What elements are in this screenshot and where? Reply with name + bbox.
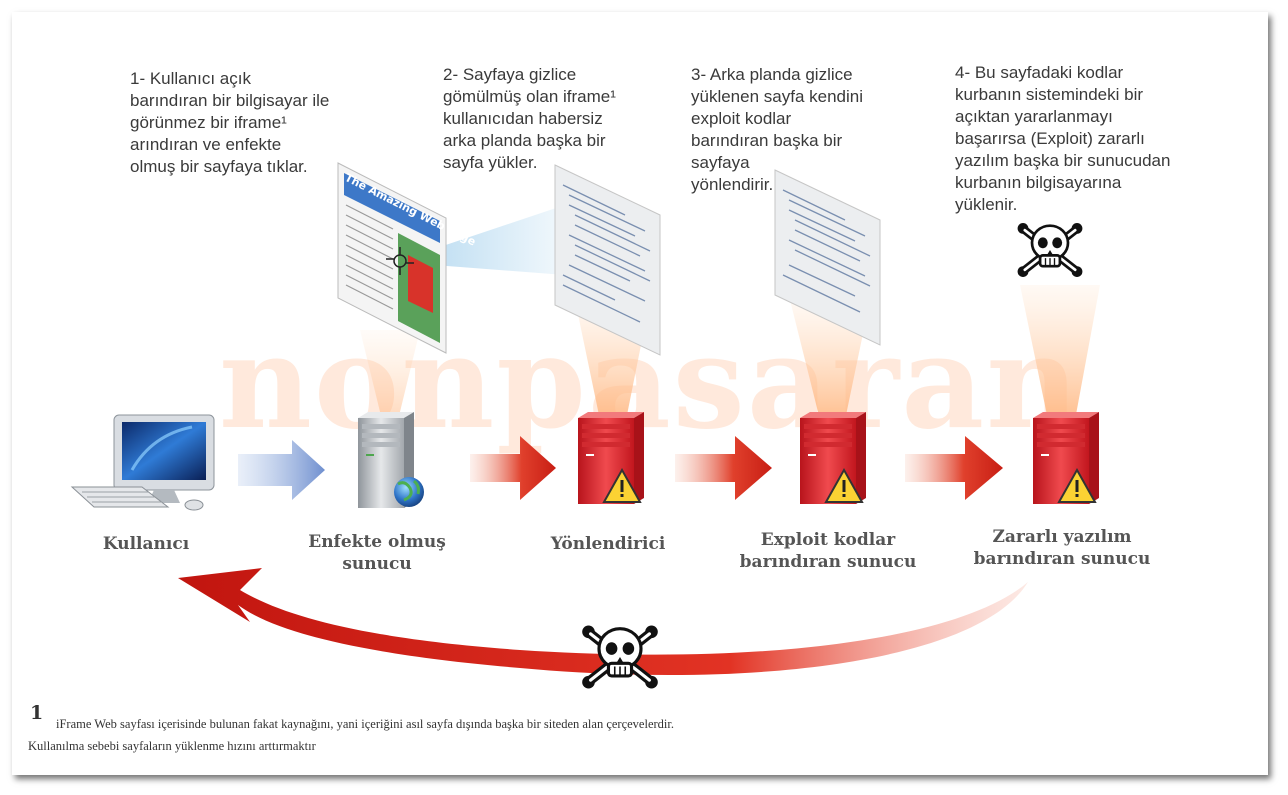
malware-server-icon: [1032, 411, 1100, 505]
node-label-infected: Enfekte olmuş sunucu: [308, 532, 446, 574]
redirector-server-icon: [577, 411, 645, 505]
node-label-malware: Zararlı yazılım barındıran sunucu: [973, 527, 1151, 569]
footnote-text: iFrame Web sayfası içerisinde bulunan fa…: [28, 717, 674, 753]
arrow-red-1: [470, 436, 556, 500]
beam-orange-3: [1020, 285, 1100, 420]
node-label-exploit: Exploit kodlar barındıran sunucu: [739, 530, 917, 572]
node-label-redirector: Yönlendirici: [550, 534, 666, 554]
node-label-user: Kullanıcı: [102, 534, 190, 554]
code-panel-icon-1: [554, 164, 661, 356]
step-2-text: 2- Sayfaya gizlice gömülmüş olan iframe¹…: [443, 65, 616, 172]
computer-icon: [70, 414, 215, 511]
arrow-red-3: [905, 436, 1003, 500]
exploit-server-icon: [799, 411, 867, 505]
footnote-number: 1: [30, 702, 44, 724]
code-panel-icon-2: [774, 169, 881, 346]
arrow-return: [178, 568, 1028, 676]
webpage-panel-icon: [337, 162, 447, 354]
arrow-blue: [238, 440, 325, 500]
arrow-red-2: [675, 436, 772, 500]
step-1-text: 1- Kullanıcı açık barındıran bir bilgisa…: [130, 69, 330, 176]
step-3-text: 3- Arka planda gizlice yüklenen sayfa ke…: [691, 65, 864, 194]
step-4-text: 4- Bu sayfadaki kodlar kurbanın sistemin…: [955, 63, 1171, 214]
beam-orange-0: [360, 330, 420, 420]
skull-icon-top: [1018, 223, 1083, 277]
